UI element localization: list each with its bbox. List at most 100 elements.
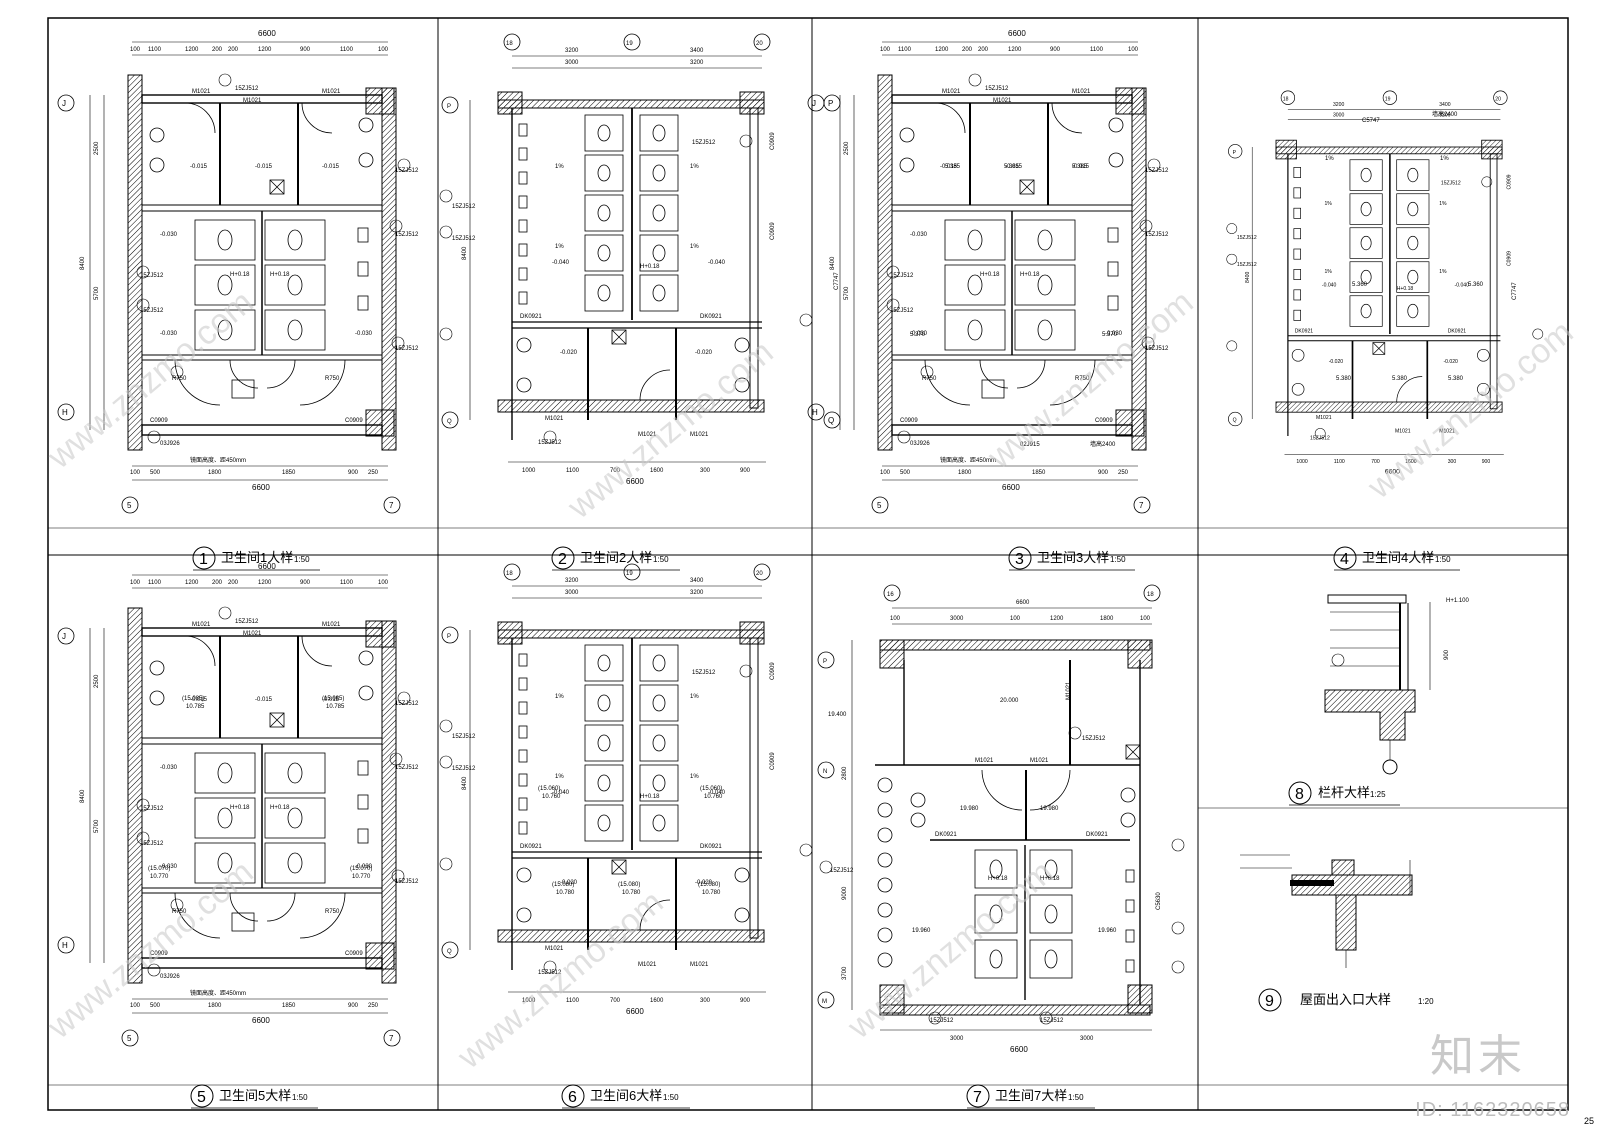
svg-text:10.785: 10.785 [186,704,205,710]
svg-text:100: 100 [1140,616,1151,622]
svg-text:(15.085): (15.085) [182,696,204,702]
svg-text:-0.040: -0.040 [708,260,726,266]
toilet-plan-7: 16 18 P N M 6600 100 3000 100 1200 1800 … [817,584,1185,1054]
svg-text:15ZJ512: 15ZJ512 [1040,1018,1064,1024]
svg-text:DK0921: DK0921 [935,832,957,838]
svg-text:DK0921: DK0921 [700,314,722,320]
toilet-plan-1: 6600 100 1100 1200 200 200 1200 900 1100… [57,29,419,514]
svg-text:15ZJ512: 15ZJ512 [395,346,419,352]
svg-text:C5747: C5747 [1362,118,1380,124]
svg-text:H+0.18: H+0.18 [640,264,660,270]
svg-text:3400: 3400 [690,48,704,54]
svg-text:镜面高度、距450mm: 镜面高度、距450mm [190,456,246,464]
svg-text:C5630: C5630 [1156,892,1162,910]
svg-text:15ZJ512: 15ZJ512 [692,140,716,146]
svg-text:墙高2400: 墙高2400 [1090,440,1116,448]
panel-num: 6 [568,1089,577,1106]
svg-text:1200: 1200 [1050,616,1064,622]
svg-text:C7747: C7747 [1512,282,1518,300]
svg-text:18: 18 [506,41,513,47]
svg-text:300: 300 [700,468,711,474]
panel3-labels: 5.385 5.385 5.385 5.370 5.370 墙高2400 02J… [834,164,1118,448]
svg-text:5.370: 5.370 [1102,332,1118,338]
panel-title: 屋面出入口大样 [1300,992,1391,1007]
svg-text:900: 900 [1444,649,1450,660]
svg-text:www.znzmo.com: www.znzmo.com [450,883,671,1077]
svg-text:16: 16 [887,592,894,598]
svg-text:3200: 3200 [690,60,704,66]
svg-text:Q: Q [828,416,834,425]
svg-text:100: 100 [378,47,389,53]
panel-num: 1 [199,551,208,568]
svg-text:1000: 1000 [522,468,536,474]
svg-text:M1021: M1021 [975,758,994,764]
svg-text:8400: 8400 [462,246,468,260]
svg-text:H+0.18: H+0.18 [270,272,290,278]
svg-text:N: N [823,769,827,775]
svg-text:10.780: 10.780 [702,890,721,896]
svg-text:M1021: M1021 [690,432,709,438]
svg-text:(15.060): (15.060) [538,786,560,792]
svg-text:18: 18 [1147,592,1154,598]
svg-text:3000: 3000 [950,1036,964,1042]
svg-text:C0909: C0909 [770,132,776,150]
svg-text:5700: 5700 [94,286,100,300]
svg-text:19.960: 19.960 [1098,928,1117,934]
svg-text:900: 900 [300,47,311,53]
svg-text:1600: 1600 [650,468,664,474]
svg-text:墙高2400: 墙高2400 [1432,110,1458,118]
svg-text:5.360: 5.360 [1468,282,1484,288]
panel-scale: 1:25 [1370,790,1386,799]
svg-text:-0.030: -0.030 [355,331,373,337]
svg-text:(15.080): (15.080) [618,882,640,888]
svg-text:P: P [828,99,833,108]
panel6-elevations: (15.060) 10.760 (15.060) 10.760 (15.080)… [538,786,723,896]
svg-text:9000: 9000 [842,886,848,900]
panel-scale: 1:50 [653,555,669,564]
svg-text:900: 900 [348,470,359,476]
svg-text:500: 500 [150,470,161,476]
svg-text:15ZJ512: 15ZJ512 [140,308,164,314]
svg-text:15ZJ512: 15ZJ512 [235,86,259,92]
panel-scale: 1:50 [1435,555,1451,564]
svg-text:5: 5 [127,501,132,510]
svg-text:C0909: C0909 [770,222,776,240]
svg-text:700: 700 [610,468,621,474]
svg-text:M1021: M1021 [243,98,262,104]
panel3-axis-bubbles [823,94,841,429]
panel-title: 卫生间4大样 [1362,550,1434,565]
svg-text:10.770: 10.770 [352,874,371,880]
svg-text:www.znzmo.com: www.znzmo.com [560,333,781,527]
svg-text:H+1.100: H+1.100 [1446,598,1470,604]
svg-text:20: 20 [756,41,763,47]
svg-text:15ZJ512: 15ZJ512 [395,168,419,174]
svg-text:6600: 6600 [626,477,644,486]
svg-text:900: 900 [740,468,751,474]
svg-text:(15.070): (15.070) [350,866,372,872]
svg-text:(15.085): (15.085) [322,696,344,702]
svg-text:2500: 2500 [94,141,100,155]
svg-text:(15.080): (15.080) [552,882,574,888]
svg-text:19: 19 [626,41,633,47]
svg-text:3700: 3700 [842,966,848,980]
svg-text:-0.015: -0.015 [255,164,273,170]
panel-title: 卫生间7大样 [995,1088,1067,1103]
svg-text:19.960: 19.960 [912,928,931,934]
svg-text:1200: 1200 [258,47,272,53]
svg-text:(15.070): (15.070) [148,866,170,872]
svg-text:M1021: M1021 [1066,681,1072,700]
svg-text:15ZJ512: 15ZJ512 [452,204,476,210]
svg-text:5.370: 5.370 [910,332,926,338]
panel-title: 卫生间3大样 [1037,550,1109,565]
panel-title: 卫生间2大样 [580,550,652,565]
svg-text:H: H [62,408,68,417]
svg-text:10.785: 10.785 [326,704,345,710]
panel-scale: 1:50 [1110,555,1126,564]
svg-text:R750: R750 [325,376,340,382]
svg-text:15ZJ512: 15ZJ512 [140,273,164,279]
svg-text:15ZJ512: 15ZJ512 [452,236,476,242]
svg-text:M1021: M1021 [545,416,564,422]
svg-text:2800: 2800 [842,766,848,780]
svg-text:6600: 6600 [1010,1045,1028,1054]
